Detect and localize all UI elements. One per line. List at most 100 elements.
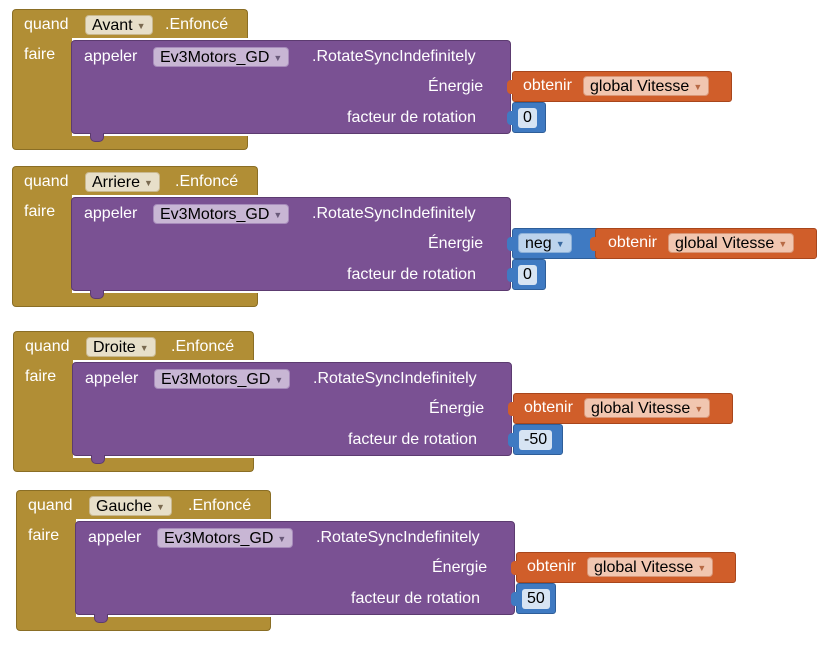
event-footer (13, 458, 254, 472)
quand-label: quand (25, 338, 70, 355)
appeler-label: appeler (88, 529, 142, 546)
getter-block[interactable]: obtenir global Vitesse▼ (590, 228, 817, 259)
socket-plug (508, 402, 516, 416)
socket-plug (507, 80, 515, 94)
number-field[interactable]: 0 (518, 265, 537, 285)
neg-dropdown[interactable]: neg▼ (518, 233, 572, 253)
faire-label: faire (28, 527, 60, 544)
getter-block[interactable]: obtenir global Vitesse▼ (507, 71, 732, 102)
chevron-down-icon: ▼ (144, 178, 153, 188)
neg-operator: neg (525, 235, 552, 253)
socket-plug (511, 592, 519, 606)
quand-label: quand (24, 173, 69, 190)
method-name: .RotateSyncIndefinitely (316, 529, 480, 546)
event-body (13, 359, 73, 460)
chevron-down-icon: ▼ (555, 239, 565, 249)
event-block-arriere[interactable]: quand Arriere▼ .Enfoncé faire appeler Ev… (12, 166, 817, 307)
event-block-droite[interactable]: quand Droite▼ .Enfoncé faire appeler Ev3… (13, 331, 733, 472)
event-block-gauche[interactable]: quand Gauche▼ .Enfoncé faire appeler Ev3… (16, 490, 736, 632)
call-block[interactable]: appeler Ev3Motors_GD▼ .RotateSyncIndefin… (71, 40, 511, 142)
number-block[interactable]: 50 (511, 583, 556, 614)
event-name: .Enfoncé (175, 173, 239, 190)
getter-block[interactable]: obtenir global Vitesse▼ (508, 393, 733, 424)
chevron-down-icon: ▼ (694, 404, 704, 414)
chevron-down-icon: ▼ (273, 210, 283, 220)
chevron-down-icon: ▼ (156, 502, 165, 512)
appeler-label: appeler (85, 370, 139, 387)
chevron-down-icon: ▼ (136, 21, 146, 31)
chevron-down-icon: ▼ (277, 534, 287, 544)
energie-label: Énergie (429, 400, 485, 417)
event-body (12, 194, 72, 295)
socket-plug (590, 237, 598, 251)
obtenir-label: obtenir (608, 234, 657, 251)
variable-name: global Vitesse (590, 78, 690, 96)
variable-dropdown[interactable]: global Vitesse▼ (587, 557, 714, 577)
variable-name: global Vitesse (591, 400, 691, 418)
component-name: Ev3Motors_GD (160, 49, 270, 67)
call-block-notch (91, 455, 105, 464)
event-body (12, 37, 72, 138)
variable-dropdown[interactable]: global Vitesse▼ (583, 76, 710, 96)
getter-block[interactable]: obtenir global Vitesse▼ (511, 552, 736, 583)
number-field[interactable]: -50 (519, 430, 553, 450)
button-name: Avant (92, 17, 133, 35)
facteur-label: facteur de rotation (347, 266, 476, 283)
call-block-notch (90, 133, 104, 142)
facteur-label: facteur de rotation (347, 109, 476, 126)
appeler-label: appeler (84, 205, 138, 222)
button-dropdown[interactable]: Avant▼ (85, 15, 153, 35)
event-name: .Enfoncé (188, 497, 252, 514)
event-footer (12, 136, 248, 150)
chevron-down-icon: ▼ (273, 53, 283, 63)
variable-name: global Vitesse (675, 235, 775, 253)
button-dropdown[interactable]: Arriere▼ (85, 172, 160, 192)
call-block[interactable]: appeler Ev3Motors_GD▼ .RotateSyncIndefin… (72, 362, 512, 464)
call-block[interactable]: appeler Ev3Motors_GD▼ .RotateSyncIndefin… (71, 197, 511, 299)
component-dropdown[interactable]: Ev3Motors_GD▼ (153, 47, 290, 67)
neg-block[interactable]: neg▼ obtenir global Vitesse▼ (507, 228, 817, 259)
event-name: .Enfoncé (165, 16, 229, 33)
event-body (16, 518, 76, 619)
button-dropdown[interactable]: Droite▼ (86, 337, 156, 357)
event-footer (12, 293, 258, 307)
obtenir-label: obtenir (524, 399, 573, 416)
number-field[interactable]: 50 (522, 589, 550, 609)
method-name: .RotateSyncIndefinitely (312, 48, 476, 65)
energie-label: Énergie (428, 78, 484, 95)
socket-plug (507, 111, 515, 125)
chevron-down-icon: ▼ (274, 375, 284, 385)
call-block-notch (94, 614, 108, 623)
component-dropdown[interactable]: Ev3Motors_GD▼ (153, 204, 290, 224)
call-block[interactable]: appeler Ev3Motors_GD▼ .RotateSyncIndefin… (75, 521, 515, 623)
variable-name: global Vitesse (594, 559, 694, 577)
number-block[interactable]: -50 (508, 424, 563, 455)
chevron-down-icon: ▼ (697, 563, 707, 573)
component-dropdown[interactable]: Ev3Motors_GD▼ (157, 528, 294, 548)
component-name: Ev3Motors_GD (161, 371, 271, 389)
number-block[interactable]: 0 (507, 102, 546, 133)
appeler-label: appeler (84, 48, 138, 65)
method-name: .RotateSyncIndefinitely (313, 370, 477, 387)
socket-plug (511, 561, 519, 575)
button-name: Droite (93, 339, 136, 357)
energie-label: Énergie (432, 559, 488, 576)
event-footer (16, 617, 271, 631)
chevron-down-icon: ▼ (139, 343, 149, 353)
event-block-avant[interactable]: quand Avant▼ .Enfoncé faire appeler Ev3M… (12, 9, 732, 150)
button-dropdown[interactable]: Gauche▼ (89, 496, 172, 516)
component-name: Ev3Motors_GD (164, 530, 274, 548)
variable-dropdown[interactable]: global Vitesse▼ (668, 233, 795, 253)
variable-dropdown[interactable]: global Vitesse▼ (584, 398, 711, 418)
facteur-label: facteur de rotation (348, 431, 477, 448)
faire-label: faire (25, 368, 57, 385)
button-name: Gauche (96, 498, 153, 516)
faire-label: faire (24, 203, 56, 220)
quand-label: quand (28, 497, 73, 514)
button-name: Arriere (92, 174, 141, 192)
method-name: .RotateSyncIndefinitely (312, 205, 476, 222)
number-field[interactable]: 0 (518, 108, 537, 128)
component-dropdown[interactable]: Ev3Motors_GD▼ (154, 369, 291, 389)
number-block[interactable]: 0 (507, 259, 546, 290)
chevron-down-icon: ▼ (778, 239, 788, 249)
